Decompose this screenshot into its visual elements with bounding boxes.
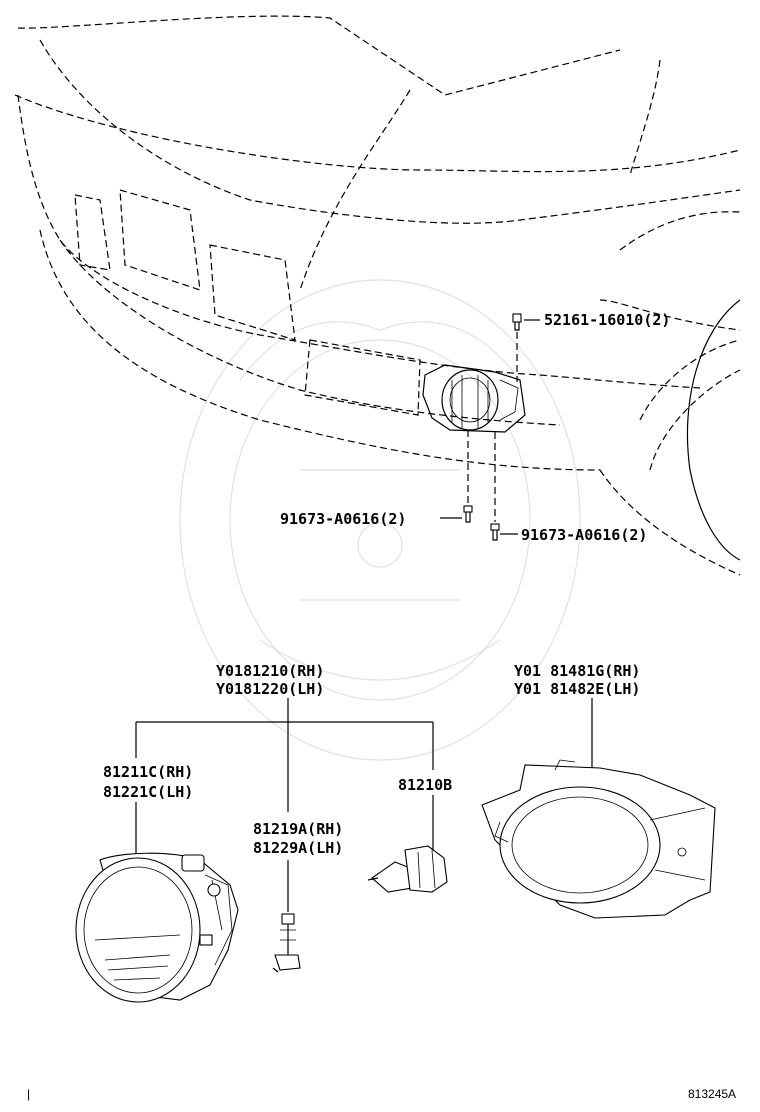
label-lamp-rh: 81211C(RH) <box>103 763 193 781</box>
label-assembly-lh: Y0181220(LH) <box>216 680 324 698</box>
label-assembly-rh: Y0181210(RH) <box>216 662 324 680</box>
wheel-arch <box>686 299 741 561</box>
label-cover-rh: Y01 81481G(RH) <box>514 662 640 680</box>
clip-52161 <box>512 313 540 382</box>
installed-fog-lamp <box>422 364 526 433</box>
watermark-emblem <box>179 279 581 761</box>
label-lamp-lh: 81221C(LH) <box>103 783 193 801</box>
label-socket-rh: 81219A(RH) <box>253 820 343 838</box>
label-screw-left: 91673-A0616(2) <box>280 510 406 528</box>
corner-mark: | <box>27 1087 30 1101</box>
screw-left <box>440 430 473 523</box>
assembly-bracket <box>135 698 434 812</box>
label-socket-lh: 81229A(LH) <box>253 839 343 857</box>
fog-lamp-cover <box>481 759 716 919</box>
bulb-socket <box>272 913 301 973</box>
label-screw-right: 91673-A0616(2) <box>521 526 647 544</box>
screw-right <box>490 432 518 541</box>
label-cover-lh: Y01 81482E(LH) <box>514 680 640 698</box>
label-bulb: 81210B <box>398 776 452 794</box>
figure-id: 813245A <box>688 1087 736 1101</box>
bulb-81210b <box>367 845 448 893</box>
fog-lamp-unit <box>75 852 239 1003</box>
label-clip-52161: 52161-16010(2) <box>544 311 670 329</box>
car-front-body <box>14 15 741 576</box>
